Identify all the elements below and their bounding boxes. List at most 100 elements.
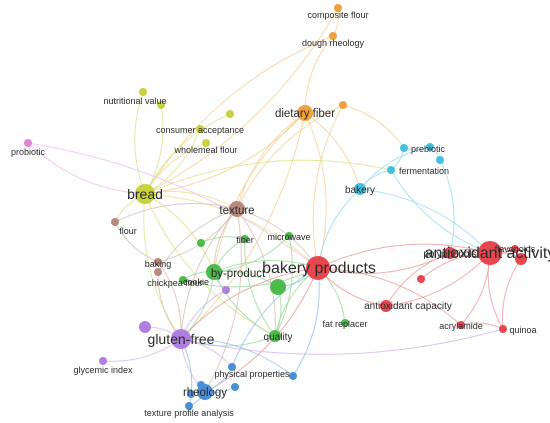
label-fermentation: fermentation	[399, 166, 449, 176]
node-green-b[interactable]	[270, 279, 286, 295]
link-probiotic-bread	[27, 142, 146, 195]
label-dietary-fiber: dietary fiber	[275, 108, 335, 120]
link-texture-rheology	[204, 208, 242, 393]
link-dough-rheology-dietary-fiber	[304, 35, 334, 114]
node-glycemic-index[interactable]	[99, 357, 107, 365]
node-dough-rheology[interactable]	[329, 32, 337, 40]
node-cyan-b[interactable]	[436, 156, 444, 164]
node-layer	[24, 4, 527, 410]
node-quinoa[interactable]	[499, 325, 507, 333]
label-quality: quality	[264, 332, 293, 343]
node-blue-d[interactable]	[187, 390, 195, 398]
node-antioxidant-capacity[interactable]	[380, 300, 392, 312]
label-baking: baking	[145, 259, 172, 269]
node-yellow-top[interactable]	[157, 101, 165, 109]
label-fiber: fiber	[236, 235, 254, 245]
node-composite-flour[interactable]	[334, 4, 342, 12]
node-dietary-fiber[interactable]	[297, 105, 313, 121]
link-bread-by-product	[144, 193, 215, 273]
node-fiber[interactable]	[241, 235, 249, 243]
label-bakery-products: bakery products	[262, 260, 376, 277]
link-dietary-fiber-texture	[236, 112, 306, 210]
link-blue-c-bakery-products	[292, 267, 320, 377]
link-physical-properties-bakery-products	[231, 267, 319, 368]
link-texture-by-product	[213, 208, 238, 273]
node-by-product[interactable]	[206, 264, 222, 280]
node-cookie[interactable]	[179, 276, 187, 284]
label-consumer-acceptance: consumer acceptance	[156, 125, 244, 135]
label-composite-flour: composite flour	[307, 10, 368, 20]
node-green-a[interactable]	[197, 239, 205, 247]
label-rheology: rheology	[183, 387, 227, 399]
label-flavonoids: flavonoids	[495, 244, 536, 254]
link-yellow-mid-bread	[144, 113, 231, 195]
label-antioxidant-activity: antioxidant activity	[425, 245, 550, 262]
node-cyan-a[interactable]	[426, 143, 434, 151]
node-bread[interactable]	[135, 184, 155, 204]
link-texture-quality	[236, 208, 276, 337]
node-flour[interactable]	[111, 218, 119, 226]
node-nutritional-value[interactable]	[139, 88, 147, 96]
node-blue-b[interactable]	[197, 381, 205, 389]
node-chickpea-flour[interactable]	[154, 268, 162, 276]
node-bakery[interactable]	[354, 183, 366, 195]
label-chickpea-flour: chickpea flour	[147, 278, 203, 288]
link-cyan-b-polyphenols	[439, 159, 455, 254]
link-cookie-bakery-products	[182, 267, 319, 288]
link-quality-bakery-products	[274, 267, 319, 337]
node-red-b[interactable]	[515, 253, 527, 265]
node-bakery-products[interactable]	[306, 256, 330, 280]
label-dough-rheology: dough rheology	[302, 38, 365, 48]
link-composite-flour-bread	[144, 7, 339, 195]
node-microwave[interactable]	[285, 232, 293, 240]
label-gluten-free: gluten-free	[148, 331, 215, 347]
node-wholemeal-flour[interactable]	[202, 139, 210, 147]
node-blue-c[interactable]	[289, 372, 297, 380]
label-antioxidant-capacity: antioxidant capacity	[364, 301, 452, 312]
link-bread-quality	[144, 193, 276, 337]
node-antioxidant-activity[interactable]	[478, 241, 502, 265]
edge-layer	[27, 7, 522, 407]
node-prebiotic[interactable]	[400, 144, 408, 152]
link-gluten-free-quinoa	[180, 328, 504, 355]
link-bakery-antioxidant-activity	[359, 188, 491, 254]
node-red-a[interactable]	[417, 275, 425, 283]
node-yellow-mid[interactable]	[226, 110, 234, 118]
node-fat-replacer[interactable]	[341, 319, 349, 327]
link-red-b-quinoa	[502, 258, 522, 330]
label-texture-profile-analysis: texture profile analysis	[144, 408, 234, 418]
link-dough-rheology-bread	[144, 35, 334, 195]
node-flavonoids[interactable]	[511, 245, 519, 253]
node-acrylamide[interactable]	[457, 321, 465, 329]
label-cookie: cookie	[183, 277, 209, 287]
link-flour-baking	[114, 221, 159, 263]
label-fat-replacer: fat replacer	[322, 319, 367, 329]
label-physical-properties: physical properties	[214, 369, 290, 379]
node-consumer-acceptance[interactable]	[196, 125, 204, 133]
link-probiotic-bakery-products	[27, 142, 319, 269]
node-orange-dot[interactable]	[339, 101, 347, 109]
node-gluten-free[interactable]	[171, 329, 191, 349]
link-by-product-quality	[213, 271, 276, 337]
label-probiotic: probiotic	[11, 147, 46, 157]
node-blue-a[interactable]	[231, 383, 239, 391]
node-baking[interactable]	[154, 258, 162, 266]
node-physical-properties[interactable]	[228, 363, 236, 371]
link-orange-dot-texture	[236, 104, 344, 210]
node-quality[interactable]	[269, 330, 281, 342]
node-purple-a[interactable]	[139, 321, 151, 333]
node-texture-profile-analysis[interactable]	[185, 402, 193, 410]
link-microwave-quality	[274, 235, 293, 337]
node-polyphenols[interactable]	[444, 247, 456, 259]
link-texture-flour	[114, 203, 238, 223]
node-fermentation[interactable]	[387, 166, 395, 174]
link-bakery-bakery-products	[317, 188, 361, 269]
label-texture: texture	[219, 205, 254, 217]
node-probiotic[interactable]	[24, 139, 32, 147]
label-nutritional-value: nutritional value	[103, 96, 166, 106]
label-glycemic-index: glycemic index	[73, 365, 133, 375]
link-bakery-products-acrylamide	[317, 267, 462, 326]
node-texture[interactable]	[229, 201, 245, 217]
node-purple-b[interactable]	[222, 286, 230, 294]
